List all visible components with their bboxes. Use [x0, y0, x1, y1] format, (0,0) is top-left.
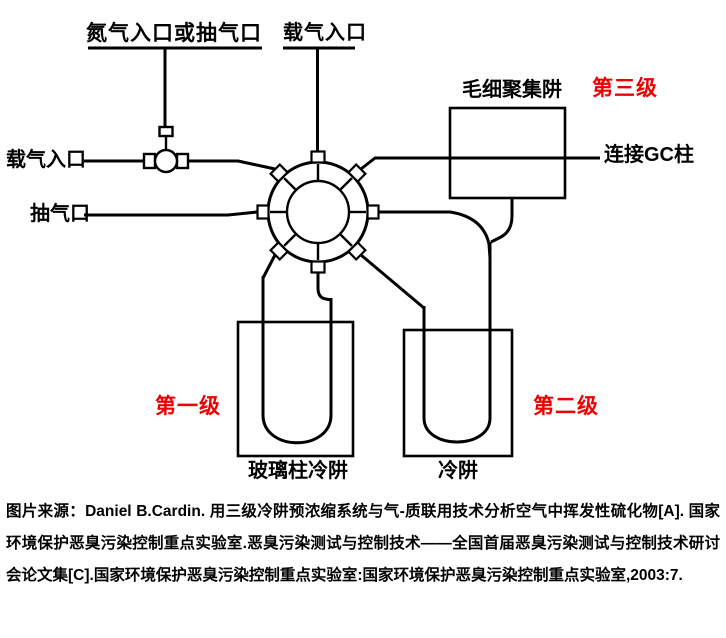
glass-trap-label: 玻璃柱冷阱 [248, 460, 348, 482]
gc-column-line [360, 156, 600, 171]
valve-to-glass-trap-left-line [261, 254, 277, 279]
glass-trap-u-tube [261, 276, 333, 445]
valve-port-n [310, 150, 326, 164]
tee-body [153, 148, 179, 174]
stage2-label: 第二级 [533, 395, 599, 418]
valve-port-w [256, 204, 270, 220]
pump-port-line [84, 210, 258, 217]
cold-trap-u-tube [422, 242, 492, 444]
nitrogen-inlet-label: 氮气入口或抽气口 [86, 22, 262, 45]
image-source-caption: 图片来源：Daniel B.Cardin. 用三级冷阱预浓缩系统与气-质联用技术… [6, 503, 720, 584]
nitrogen-inlet-line [88, 46, 262, 129]
valve-port-se [346, 240, 367, 261]
capillary-trap-label: 毛细聚集阱 [462, 79, 562, 101]
valve-to-cold-trap-left-line [360, 253, 425, 310]
valve-channel-stubs [270, 164, 366, 260]
gc-column-label: 连接GC柱 [604, 144, 694, 166]
valve-port-ne [346, 163, 367, 184]
tee-left-fitting [142, 152, 157, 170]
stage1-label: 第一级 [155, 395, 221, 418]
valve-port-fittings [256, 150, 380, 274]
valve-port-e [366, 204, 380, 220]
valve-to-glass-trap-right-line [316, 273, 332, 302]
tee-to-valve-line [189, 159, 276, 171]
cold-trap-box [402, 328, 514, 458]
capillary-trap-box [448, 106, 567, 200]
valve-rotor [285, 179, 351, 245]
capillary-trap-drop-line [490, 198, 514, 244]
stage3-label: 第三级 [592, 77, 658, 100]
pump-port-label: 抽气口 [30, 203, 90, 225]
inlet-tee-valve [142, 125, 190, 174]
valve-port-sw [269, 240, 290, 261]
multiport-valve [256, 150, 380, 274]
carrier-top-line [283, 46, 355, 152]
tee-right-fitting [175, 152, 190, 170]
tubing-lines [84, 46, 600, 445]
valve-to-cold-trap-line [379, 210, 492, 259]
carrier-gas-top-label: 载气入口 [283, 22, 367, 44]
cold-trap-label: 冷阱 [438, 460, 478, 482]
glass-trap-box [236, 320, 355, 458]
carrier-gas-left-label: 载气入口 [6, 149, 86, 171]
valve-port-nw [269, 163, 290, 184]
valve-port-s [310, 260, 326, 274]
tee-top-fitting [158, 125, 174, 138]
